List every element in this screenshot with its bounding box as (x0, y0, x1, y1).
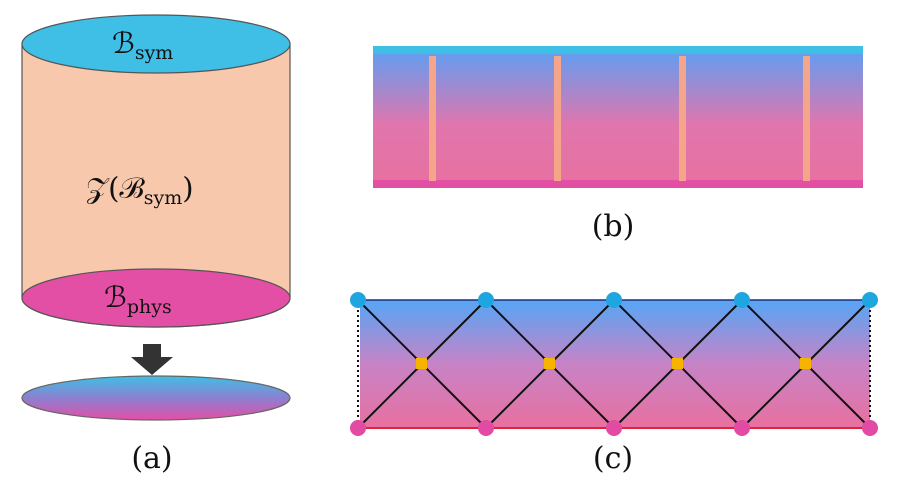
physical-boundary-label: ℬphys (104, 280, 172, 318)
bottom-node (734, 420, 750, 436)
top-nodes (350, 292, 878, 308)
slab-top-edge (373, 46, 863, 54)
top-node (862, 292, 878, 308)
bottom-node (478, 420, 494, 436)
result-disc (21, 375, 291, 421)
top-node (606, 292, 622, 308)
defect-strip-3 (679, 56, 686, 181)
center-node (672, 358, 683, 369)
panel-a: ℬsym 𝒵(ℬsym) ℬphys (a) (21, 14, 291, 476)
slab-body (373, 47, 863, 188)
bottom-node (606, 420, 622, 436)
caption-c: (c) (593, 441, 633, 476)
slab-bottom-edge (373, 180, 863, 188)
defect-strip-2 (554, 56, 561, 181)
caption-b: (b) (592, 209, 635, 244)
center-node (416, 358, 427, 369)
panel-b: (b) (373, 46, 863, 244)
center-nodes (416, 358, 811, 369)
bottom-node (350, 420, 366, 436)
down-arrow-icon (131, 344, 173, 375)
defect-strip-4 (803, 56, 810, 181)
top-node (350, 292, 366, 308)
lattice-background (360, 300, 870, 428)
top-node (478, 292, 494, 308)
panel-c: (c) (350, 292, 878, 476)
bottom-nodes (350, 420, 878, 436)
symmetry-boundary-label: ℬsym (112, 26, 173, 64)
bottom-node (862, 420, 878, 436)
caption-a: (a) (131, 441, 172, 476)
physical-boundary-ellipse (21, 268, 291, 328)
bulk-label: 𝒵(ℬsym) (86, 171, 194, 209)
center-node (544, 358, 555, 369)
defect-strip-1 (429, 56, 436, 181)
symmetry-boundary-ellipse (21, 14, 291, 74)
top-node (734, 292, 750, 308)
center-node (800, 358, 811, 369)
